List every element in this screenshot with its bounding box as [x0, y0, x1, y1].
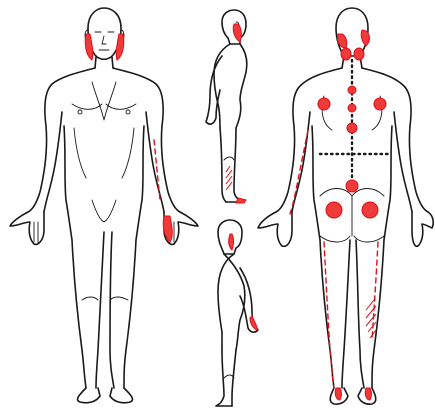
pain-marker-side-hand-lower — [250, 316, 258, 330]
front-view — [10, 8, 198, 403]
pain-marker-back-buttock-right — [362, 202, 378, 218]
pain-marker-back-heel-left — [335, 388, 341, 400]
pain-marker-back-spine-upper — [348, 86, 356, 94]
pain-marker-back-spine-lower — [347, 123, 357, 133]
pain-marker-back-shoulder-left — [318, 98, 330, 110]
pain-marker-back-spine-mid — [348, 104, 356, 112]
pain-marker-back-heel-right — [365, 388, 371, 400]
pain-marker-front-jaw-right — [85, 34, 93, 60]
pain-marker-back-neck-right — [354, 48, 364, 60]
pain-marker-back-sacrum — [346, 180, 358, 192]
pain-marker-back-occiput-right — [361, 30, 369, 46]
pain-marker-back-neck-left — [341, 48, 351, 60]
side-view-right — [206, 10, 247, 203]
back-view — [258, 8, 433, 404]
side-view-left — [216, 220, 258, 406]
pain-marker-side-head-lower — [229, 234, 234, 250]
pain-marker-front-hand-left — [163, 216, 172, 242]
pain-marker-back-buttock-left — [326, 202, 342, 218]
pain-marker-side-head — [233, 24, 241, 42]
pain-marker-side-calf-hatch — [226, 166, 232, 190]
pain-marker-side-foot — [236, 198, 246, 203]
pain-marker-back-shoulder-right — [374, 98, 386, 110]
pain-marker-front-jaw-left — [116, 34, 124, 60]
